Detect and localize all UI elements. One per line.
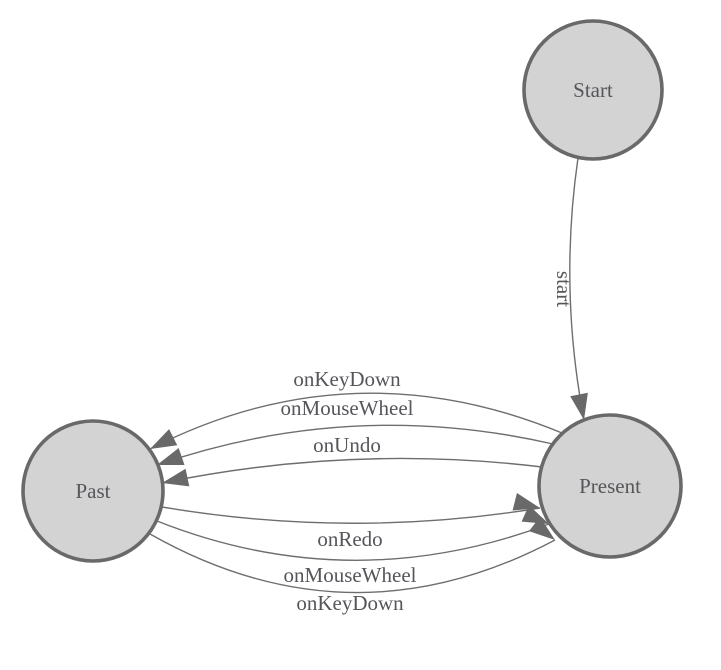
edge-path-start[interactable] — [569, 157, 585, 421]
edge-present-to-past-onundo[interactable]: onUndo — [160, 433, 543, 492]
edge-path-onmousewheel-top[interactable] — [156, 424, 554, 466]
arrowhead-onmousewheel-bottom — [521, 505, 549, 524]
state-node-past[interactable]: Past — [21, 419, 165, 563]
edge-label-start: start — [552, 271, 576, 307]
edge-past-to-present-onredo[interactable]: onRedo — [161, 492, 542, 551]
edge-path-onkeydown-bottom[interactable] — [149, 533, 556, 594]
edge-label-onredo: onRedo — [317, 527, 382, 551]
edge-past-to-present-onmousewheel[interactable]: onMouseWheel — [156, 505, 553, 587]
edge-path-onkeydown-top[interactable] — [149, 392, 563, 450]
edge-path-onredo[interactable] — [161, 506, 541, 524]
state-circle-present[interactable] — [537, 413, 683, 559]
state-circle-past[interactable] — [21, 419, 165, 563]
arrowhead-onkeydown-bottom — [528, 516, 555, 540]
edge-label-onkeydown-top: onKeyDown — [293, 367, 401, 391]
state-node-start[interactable]: Start — [522, 19, 664, 161]
edge-label-onundo: onUndo — [313, 433, 381, 457]
state-circle-start[interactable] — [522, 19, 664, 161]
state-node-present[interactable]: Present — [537, 413, 683, 559]
arrowhead-start-to-present — [570, 392, 588, 420]
arrowhead-onmousewheel-top — [157, 448, 185, 466]
arrowhead-onundo — [162, 468, 190, 487]
state-label-past: Past — [75, 479, 110, 503]
edge-present-to-past-onkeydown[interactable]: onKeyDown — [146, 367, 563, 457]
state-label-start: Start — [573, 78, 613, 102]
edge-path-onundo[interactable] — [161, 457, 543, 484]
edge-present-to-past-onmousewheel[interactable]: onMouseWheel — [154, 396, 554, 474]
edge-path-onmousewheel-bottom[interactable] — [156, 520, 550, 561]
edge-past-to-present-onkeydown[interactable]: onKeyDown — [149, 516, 561, 615]
edge-label-onmousewheel-bottom: onMouseWheel — [284, 563, 417, 587]
state-label-present: Present — [579, 474, 641, 498]
arrowhead-onredo — [512, 492, 540, 511]
arrowhead-onkeydown-top — [150, 429, 178, 449]
edge-label-onkeydown-bottom: onKeyDown — [296, 591, 404, 615]
edge-label-onmousewheel-top: onMouseWheel — [281, 396, 414, 420]
edge-start-to-present[interactable]: start — [552, 157, 593, 422]
